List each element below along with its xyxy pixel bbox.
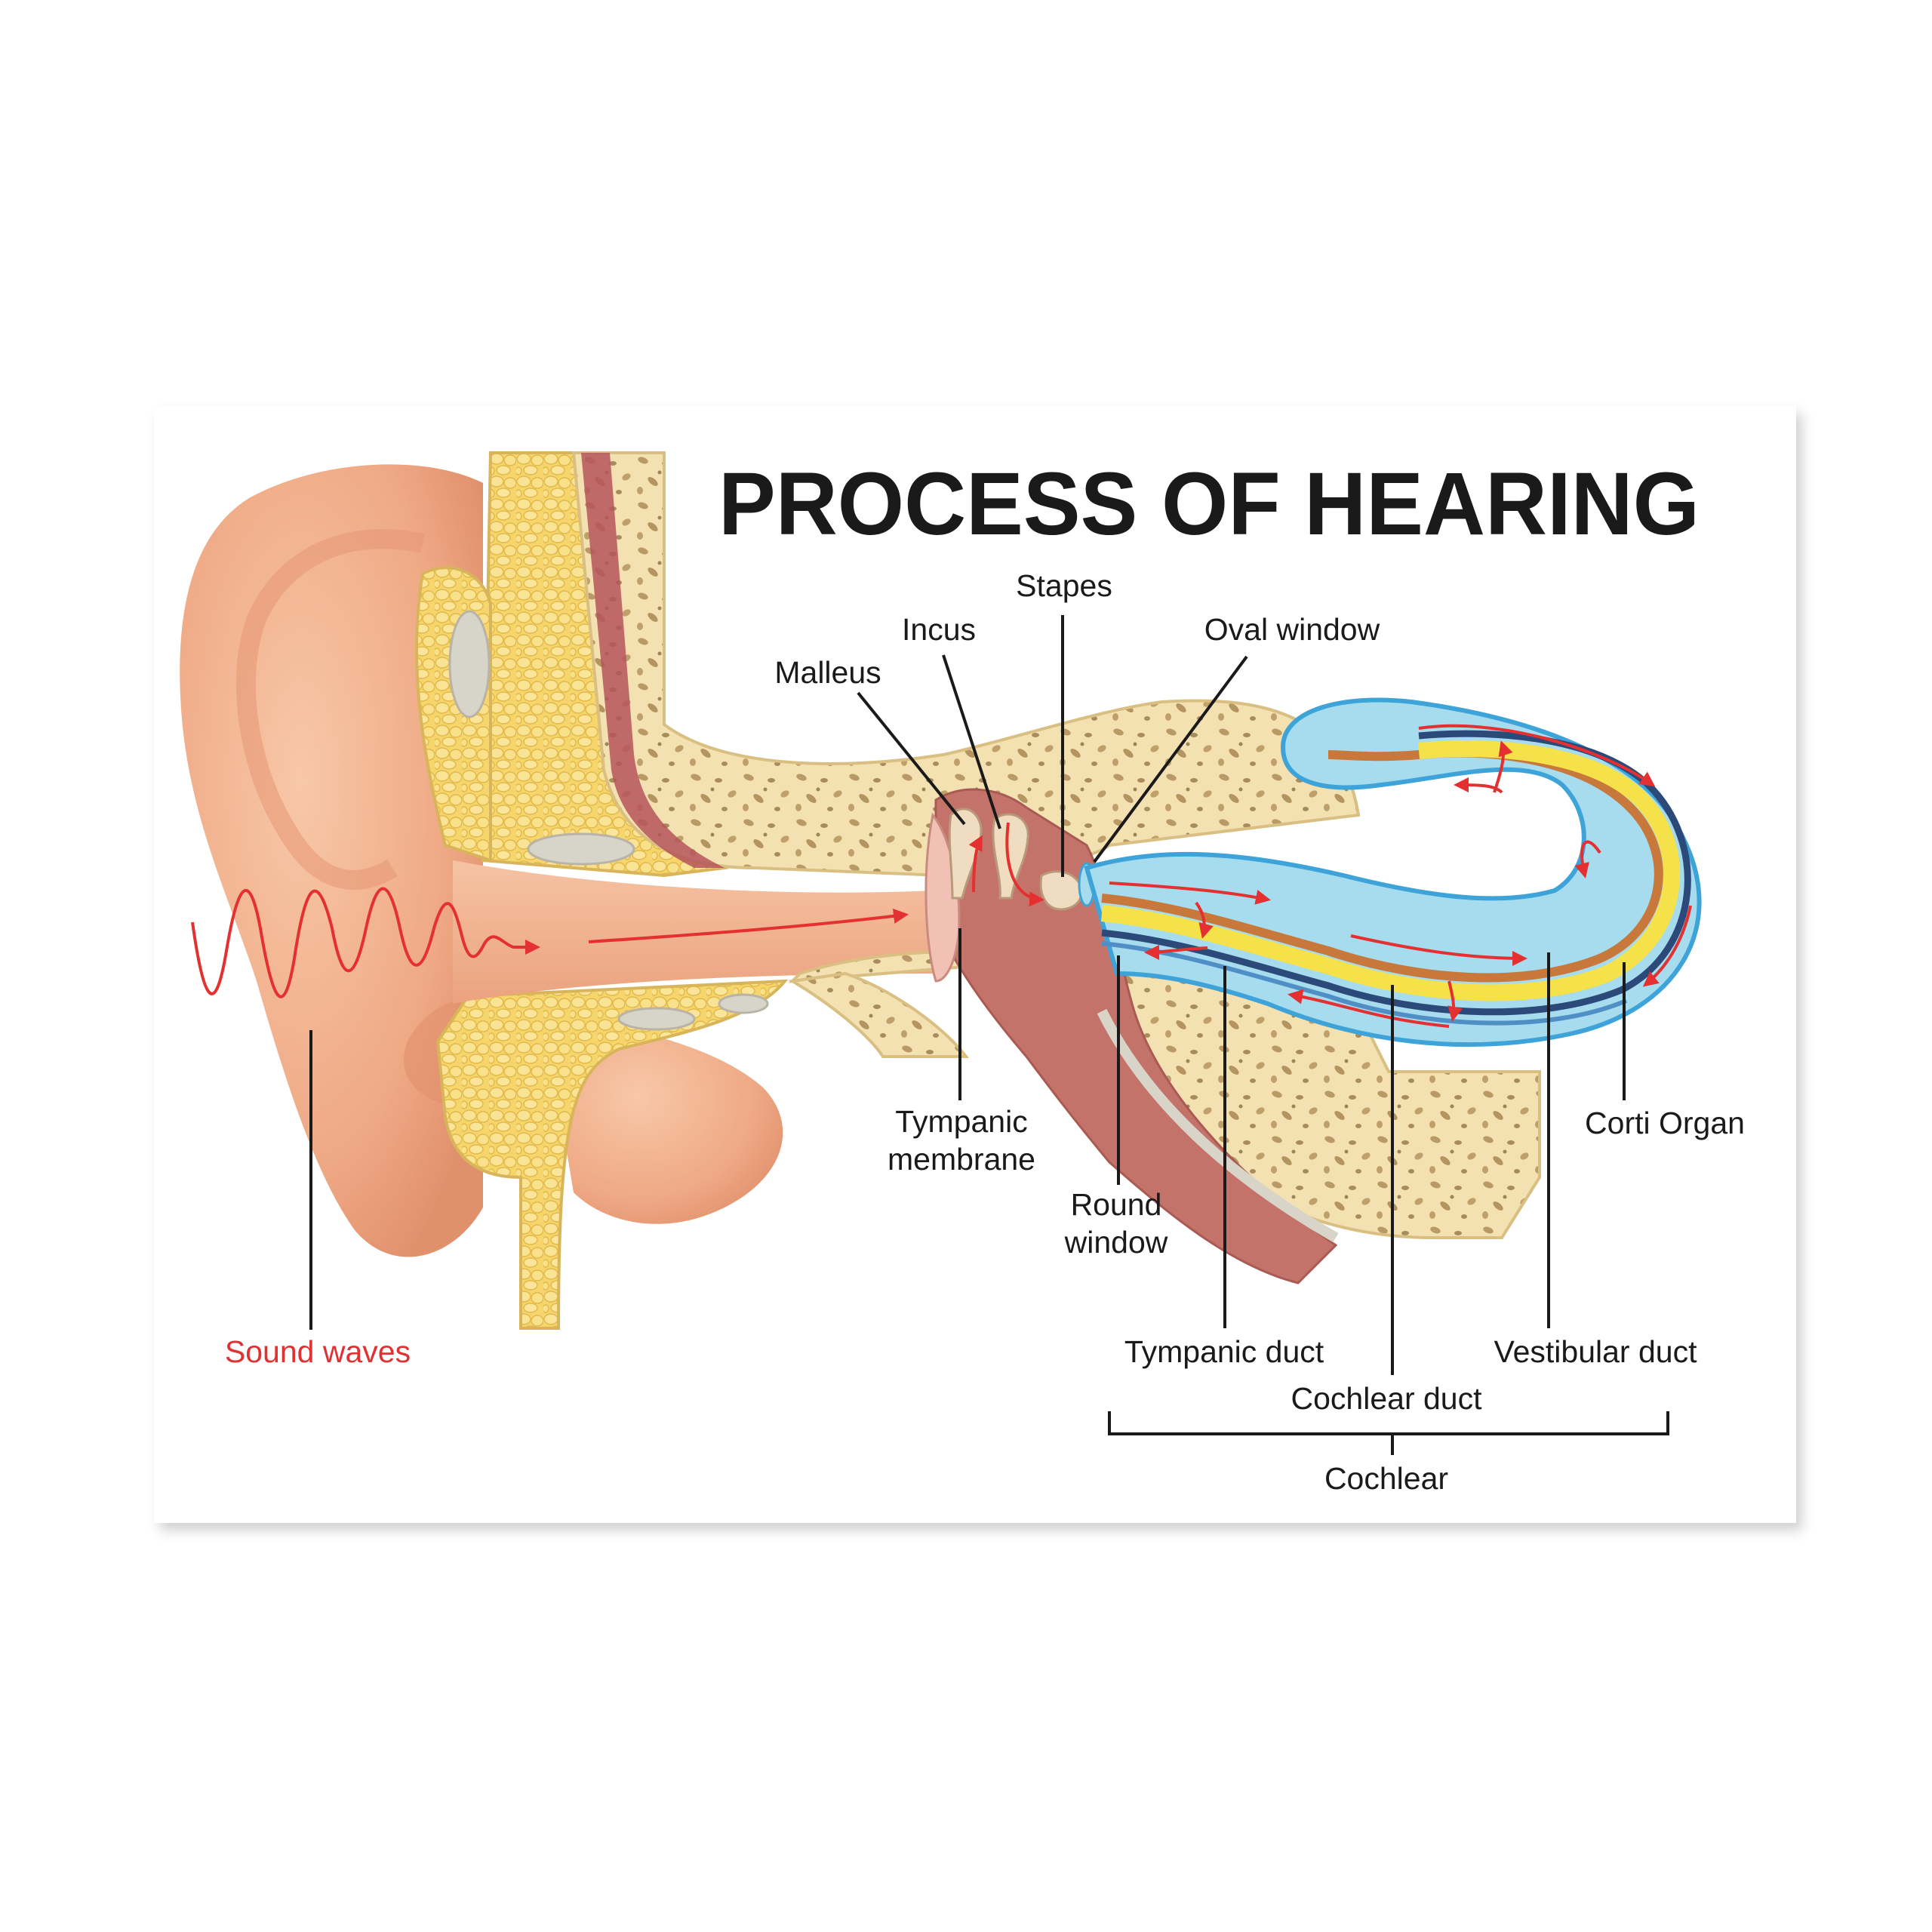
label-incus: Incus bbox=[902, 612, 976, 647]
cross-flow-arrow-icon bbox=[1195, 901, 1214, 939]
labels: Sound waves Malleus Incus Stapes Oval wi… bbox=[225, 568, 1745, 1496]
cross-flow-arrow-icon bbox=[1493, 740, 1513, 793]
label-tympanic-duct: Tympanic duct bbox=[1124, 1334, 1324, 1369]
leader-oval-window bbox=[1093, 655, 1248, 863]
pinna-rim-shade bbox=[235, 529, 425, 890]
lower-fat-tissue bbox=[435, 979, 789, 1330]
label-oval-window: Oval window bbox=[1204, 612, 1380, 647]
tympanic-flow-arrow-icon bbox=[1144, 944, 1208, 960]
corti-organ-band bbox=[1100, 740, 1681, 1001]
vessel bbox=[581, 453, 724, 868]
sound-wave-icon bbox=[191, 887, 540, 998]
cochlear-bracket bbox=[1108, 1411, 1669, 1455]
label-tympanic-membrane-1: Tympanic bbox=[895, 1104, 1027, 1139]
cartilage-nodule bbox=[448, 610, 491, 718]
label-stapes: Stapes bbox=[1016, 568, 1112, 603]
label-tympanic-membrane-2: membrane bbox=[888, 1142, 1035, 1177]
label-round-window-1: Round bbox=[1071, 1187, 1162, 1222]
label-round-window-2: window bbox=[1064, 1225, 1168, 1260]
temporal-bone-lower-flap bbox=[788, 971, 970, 1058]
label-cochlear-duct: Cochlear duct bbox=[1291, 1381, 1483, 1416]
label-corti-organ: Corti Organ bbox=[1585, 1106, 1745, 1140]
cross-flow-arrow-icon bbox=[1574, 840, 1601, 878]
eustachian-tube-lining bbox=[1097, 1008, 1339, 1243]
incus-bone bbox=[992, 813, 1029, 900]
cartilage-nodule bbox=[718, 993, 769, 1014]
leader-malleus bbox=[857, 691, 966, 826]
page-title: PROCESS OF HEARING bbox=[718, 454, 1700, 554]
cross-flow-arrow-icon bbox=[1454, 777, 1503, 794]
canal-arrow-icon bbox=[588, 908, 909, 943]
vestibular-flow-arrow-icon bbox=[1350, 934, 1527, 966]
vestibular-flow-arrow-icon bbox=[1418, 724, 1656, 787]
stapes-bone bbox=[1039, 870, 1083, 911]
malleus-bone bbox=[948, 808, 983, 900]
cartilage-nodule bbox=[617, 1007, 696, 1031]
cross-flow-arrow-icon bbox=[1447, 980, 1463, 1022]
label-malleus: Malleus bbox=[774, 655, 881, 690]
vestibular-flow-arrow-icon bbox=[1642, 905, 1692, 987]
sound-flow-arrows bbox=[191, 724, 1692, 1028]
label-vestibular-duct: Vestibular duct bbox=[1494, 1334, 1698, 1369]
ear-lobe bbox=[543, 1011, 783, 1224]
basilar-membrane-outer bbox=[1101, 941, 1628, 1026]
vestibular-flow-arrow-icon bbox=[1109, 881, 1271, 905]
ossicle-arrow-icon bbox=[968, 835, 983, 893]
cochlea bbox=[1084, 697, 1702, 1048]
leader-incus bbox=[942, 654, 1001, 829]
cartilage-nodule bbox=[527, 832, 635, 866]
tympanic-flow-arrow-icon bbox=[1287, 989, 1450, 1028]
ossicle-arrow-icon bbox=[1005, 822, 1044, 907]
leader-lines bbox=[309, 615, 1669, 1455]
label-sound-waves: Sound waves bbox=[225, 1334, 411, 1369]
label-cochlear: Cochlear bbox=[1324, 1461, 1448, 1496]
